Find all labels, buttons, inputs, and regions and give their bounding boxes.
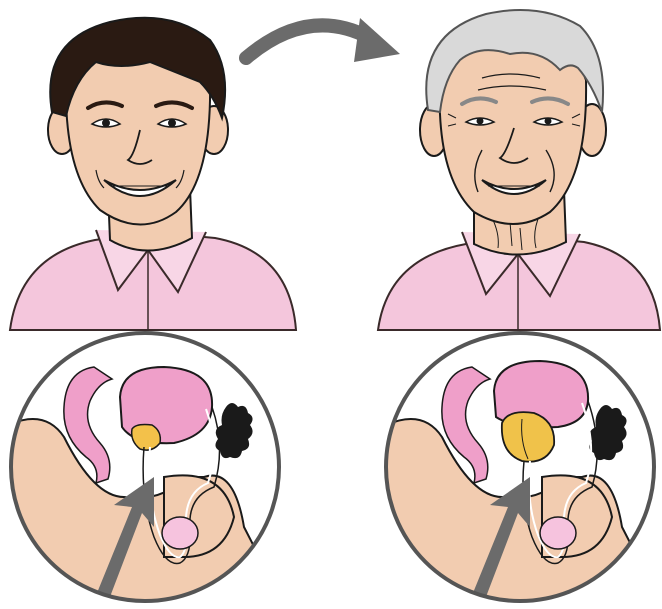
young-man-portrait: [0, 0, 300, 340]
young-prostate-diagram: [4, 327, 286, 609]
old-man-portrait: [370, 0, 662, 340]
old-prostate-diagram: [382, 327, 662, 609]
